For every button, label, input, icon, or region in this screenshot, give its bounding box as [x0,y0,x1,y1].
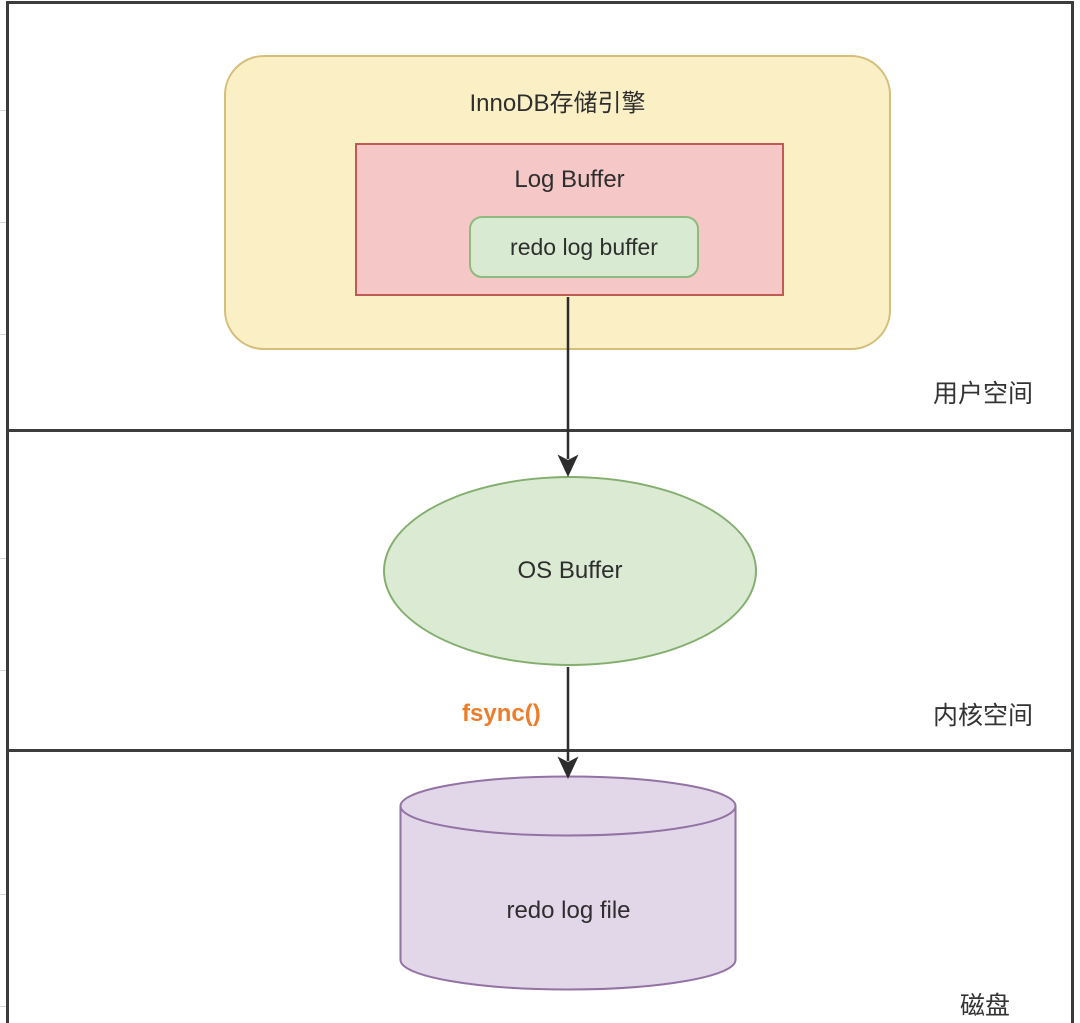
redo-log-buffer-label: redo log buffer [510,233,658,260]
log-buffer-label: Log Buffer [514,166,625,193]
redo-log-buffer-node: redo log buffer [469,216,699,278]
redo-log-file-node [399,775,737,991]
fsync-edge-label: fsync() [462,700,541,727]
grid-tick [0,110,7,111]
redo-log-file-label: redo log file [506,897,631,924]
section-label-user-space: 用户空间 [932,380,1033,408]
frame-border-right [1071,1,1074,1023]
section-label-kernel-space: 内核空间 [932,702,1033,730]
grid-tick [0,670,7,671]
frame-border-left [6,1,9,1023]
grid-tick [0,1006,7,1007]
frame-border-top [6,1,1074,4]
grid-tick [0,222,7,223]
section-label-disk: 磁盘 [959,992,1010,1020]
grid-tick [0,334,7,335]
cylinder-body [399,805,737,991]
section-divider-kernel-disk [6,749,1074,752]
grid-tick [0,558,7,559]
cylinder-top [399,775,737,837]
grid-tick [0,894,7,895]
os-buffer-label: OS Buffer [517,557,623,584]
os-buffer-node: OS Buffer [383,476,757,666]
section-divider-user-kernel [6,429,1074,432]
arrow-os-buffer-to-redo-log-file [557,667,579,779]
innodb-engine-label: InnoDB存储引擎 [469,90,646,117]
